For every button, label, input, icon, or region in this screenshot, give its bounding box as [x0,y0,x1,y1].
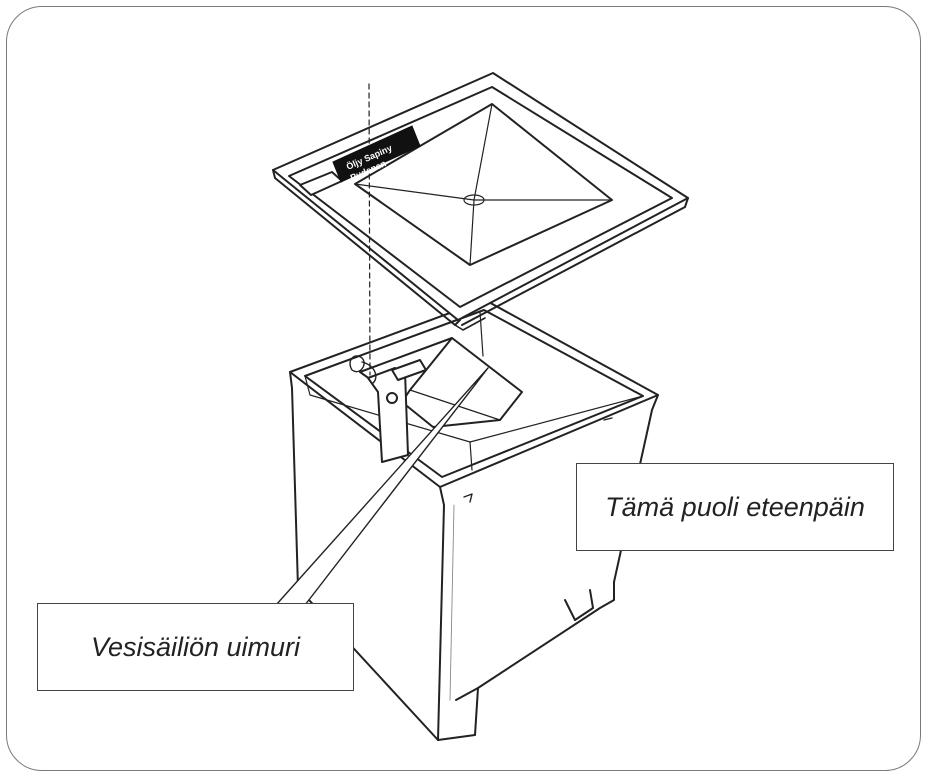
water-float-callout: Vesisäiliön uimuri [37,603,354,691]
front-side-label: Tämä puoli eteenpäin [605,491,865,522]
lid-label-plate: Öljy Sapiny Pudenen [332,125,421,183]
alignment-dashed-line [368,83,371,376]
water-float [349,337,523,463]
lid [272,72,689,331]
front-side-callout: Tämä puoli eteenpäin [576,463,894,551]
water-float-label: Vesisäiliön uimuri [90,631,301,662]
